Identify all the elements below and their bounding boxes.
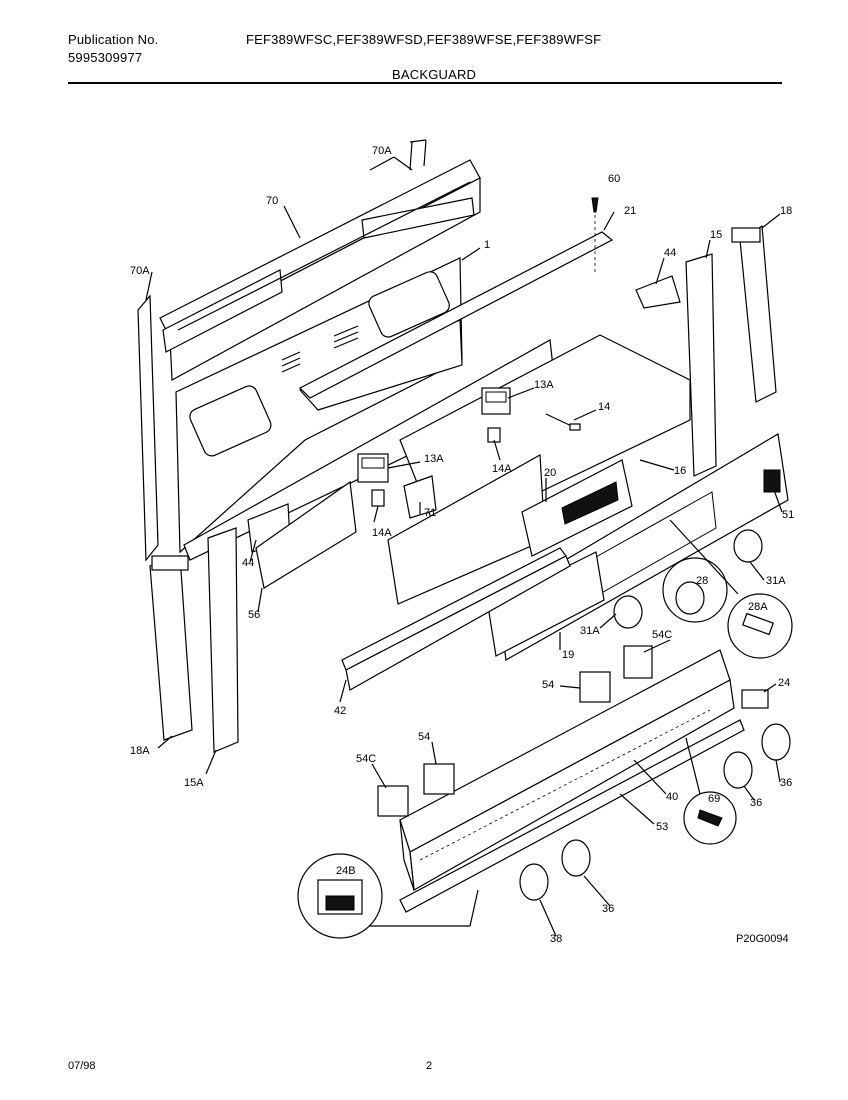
callout-21: 21 (624, 205, 636, 217)
callout-15a: 15A (184, 777, 204, 789)
callout-16: 16 (674, 465, 686, 477)
model-numbers: FEF389WFSC,FEF389WFSD,FEF389WFSE,FEF389W… (246, 32, 602, 47)
callout-53: 53 (656, 821, 668, 833)
callout-31a-left: 31A (580, 625, 600, 637)
part-15a-side-bracket (207, 527, 239, 753)
part-36-knob-b (723, 751, 753, 789)
callout-14a-right: 14A (492, 463, 512, 475)
part-44-bracket-upper (635, 275, 681, 309)
part-40-rail (399, 719, 745, 913)
callout-19: 19 (562, 649, 574, 661)
callout-56: 56 (248, 609, 260, 621)
callout-54-lower: 54 (418, 731, 430, 743)
callout-leaders (145, 156, 783, 937)
callout-60: 60 (608, 173, 620, 185)
section-title: BACKGUARD (392, 67, 477, 82)
part-14a-clip-right (487, 427, 501, 443)
header-divider (68, 82, 782, 84)
callout-31a-right: 31A (766, 575, 786, 587)
callout-69: 69 (708, 793, 720, 805)
part-13a-switch-left (357, 453, 389, 483)
part-56-duct (255, 480, 357, 589)
part-1-back-panel (175, 257, 463, 554)
part-36-knob-c (561, 839, 591, 877)
part-69-screw-detail (683, 737, 737, 845)
part-54-switch-upper (579, 671, 611, 703)
callout-36-b: 36 (750, 797, 762, 809)
part-14-rod (545, 413, 581, 431)
callout-13a-right: 13A (534, 379, 554, 391)
part-36-knob-a (761, 723, 791, 761)
callout-14a-left: 14A (372, 527, 392, 539)
part-31a-knob-left (613, 595, 643, 629)
part-28-timer-knob (662, 557, 728, 623)
callout-54c-upper: 54C (652, 629, 672, 641)
part-21-trim-strip (298, 197, 614, 399)
callout-20: 20 (544, 467, 556, 479)
part-38-knob (519, 863, 549, 901)
part-13a-switch-right (481, 387, 511, 415)
footer-page-number: 2 (426, 1060, 433, 1072)
callout-54-upper: 54 (542, 679, 554, 691)
callout-71: 71 (424, 507, 436, 519)
callout-44-upper: 44 (664, 247, 676, 259)
part-24b-switch-detail (297, 853, 479, 939)
part-14a-clip-left (371, 489, 385, 507)
leader-28a (669, 519, 739, 595)
part-20-control-board (521, 459, 633, 557)
callout-36-c: 36 (602, 903, 614, 915)
callout-70a-top: 70A (372, 145, 392, 157)
part-42-trim-strip (341, 547, 571, 691)
control-panel-backing (183, 334, 691, 605)
part-71-bracket (403, 475, 437, 519)
callout-24: 24 (778, 677, 790, 689)
part-54-switch-lower (423, 763, 455, 795)
callout-70a-left: 70A (130, 265, 150, 277)
publication-number: 5995309977 (68, 50, 143, 65)
part-24-switch (741, 689, 769, 709)
part-18-end-cap (731, 224, 777, 403)
callout-1: 1 (484, 239, 490, 251)
callout-28: 28 (696, 575, 708, 587)
callout-40: 40 (666, 791, 678, 803)
part-54c-switch-upper (623, 645, 653, 679)
part-54c-switch-lower (377, 785, 409, 817)
part-18a-end-cap (149, 555, 193, 741)
callout-36-a: 36 (780, 777, 792, 789)
callout-24b: 24B (336, 865, 356, 877)
part-70-top-cover (159, 139, 481, 381)
callout-51: 51 (782, 509, 794, 521)
part-15-side-bracket (685, 253, 717, 477)
callout-28a: 28A (748, 601, 768, 613)
callout-13a-left: 13A (424, 453, 444, 465)
callout-labels: 70A 70 60 21 18 70A 1 44 15 13A 14 13A 1… (130, 145, 794, 945)
part-28a-knob-detail (727, 593, 793, 659)
callout-44-lower: 44 (242, 557, 254, 569)
part-31a-knob-right (733, 529, 763, 563)
callout-18a: 18A (130, 745, 150, 757)
callout-14: 14 (598, 401, 610, 413)
callout-54c-lower: 54C (356, 753, 376, 765)
part-53-switch-housing (399, 649, 735, 891)
drawing-code: P20G0094 (736, 933, 789, 945)
callout-15: 15 (710, 229, 722, 241)
callout-18: 18 (780, 205, 792, 217)
part-70a-left-side-trim (137, 294, 159, 562)
callout-42: 42 (334, 705, 346, 717)
footer-date: 07/98 (68, 1060, 96, 1072)
callout-38: 38 (550, 933, 562, 945)
callout-70: 70 (266, 195, 278, 207)
publication-label: Publication No. (68, 32, 159, 47)
